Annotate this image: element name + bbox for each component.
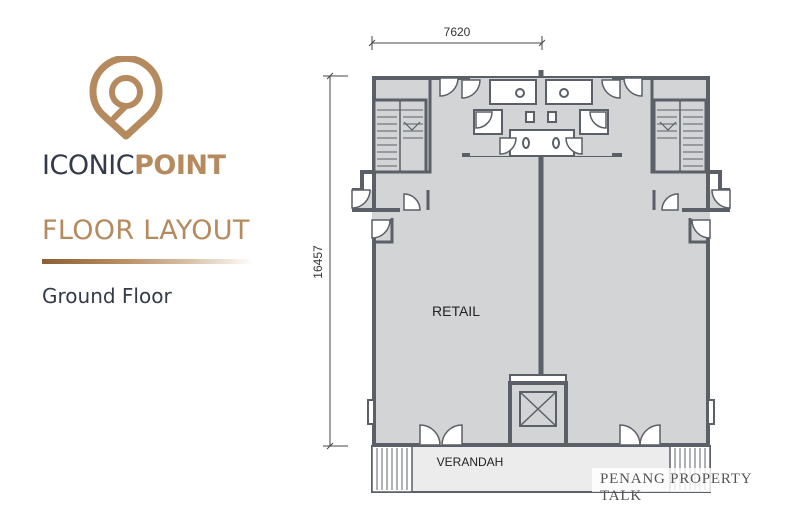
brand-name-part2: POINT [134, 150, 226, 181]
lift-shaft [508, 374, 568, 447]
floor-subtitle: Ground Floor [42, 284, 172, 308]
dimension-lines [323, 36, 546, 450]
toilet-block [470, 78, 612, 157]
watermark: PENANG PROPERTY TALK [592, 468, 789, 504]
staircase-right [652, 98, 708, 174]
page-title: FLOOR LAYOUT [42, 215, 250, 246]
retail-room-label: RETAIL [432, 303, 480, 319]
stair-enclosures [374, 80, 708, 244]
brand-name: ICONICPOINT [42, 150, 226, 181]
door-swings [351, 77, 731, 446]
side-windows [367, 399, 715, 425]
brand-name-part1: ICONIC [42, 150, 135, 181]
verandah-label: VERANDAH [437, 455, 504, 469]
depth-dimension-label: 16457 [311, 245, 325, 279]
title-divider [42, 259, 254, 264]
width-dimension-label: 7620 [444, 25, 471, 39]
staircase-left [372, 98, 428, 174]
location-pin-logo-icon [89, 56, 163, 140]
